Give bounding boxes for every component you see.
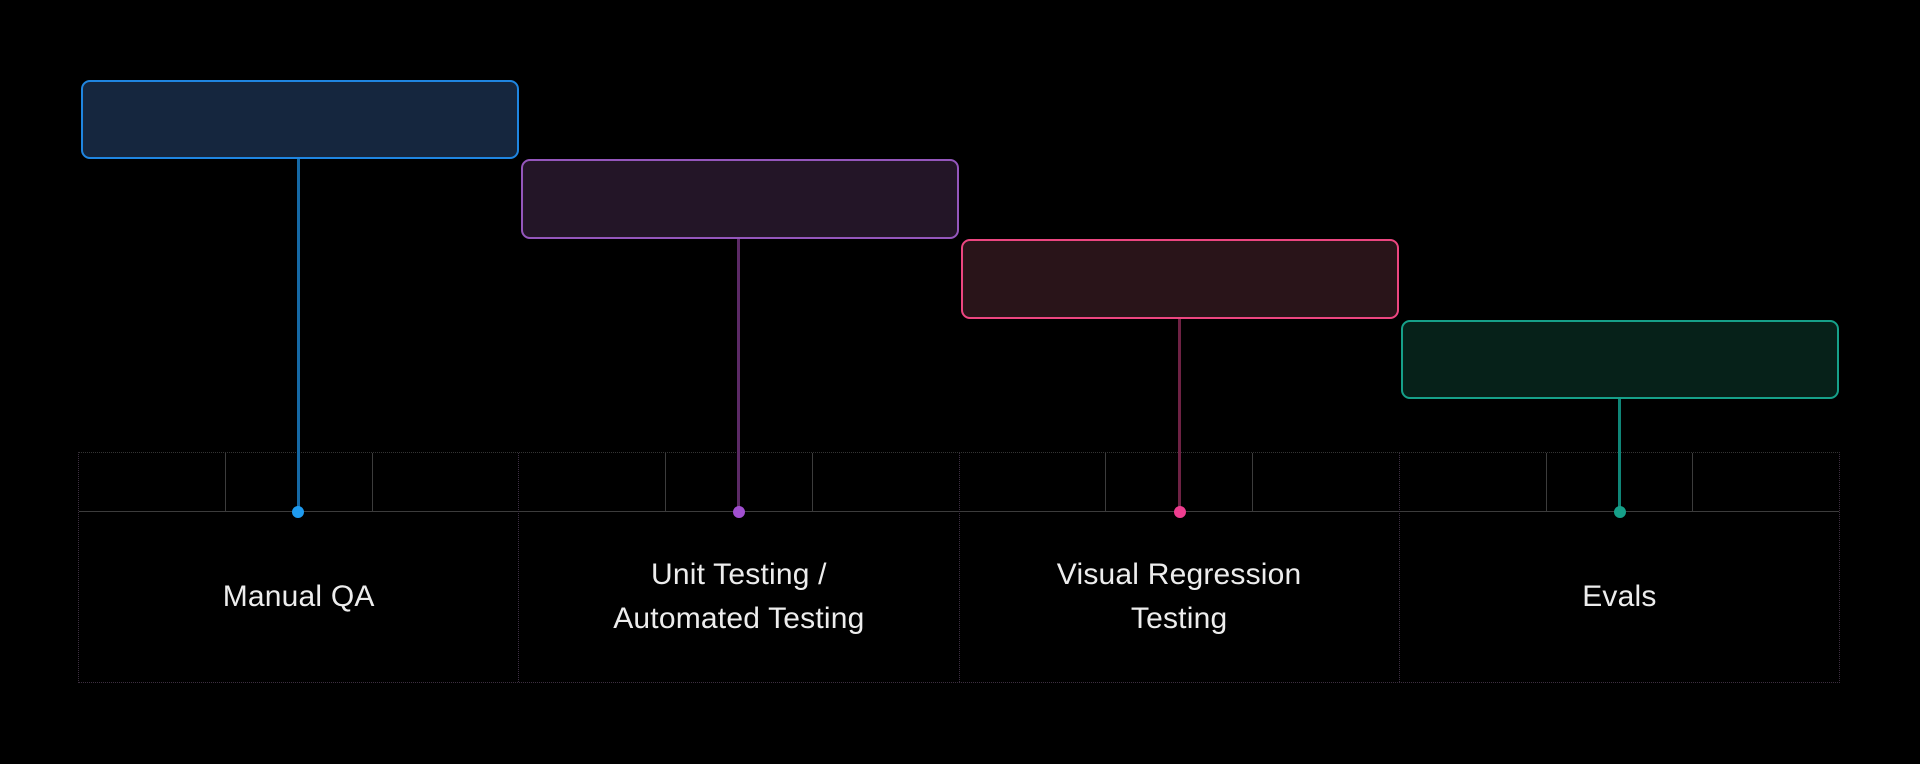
ruler-cell bbox=[813, 453, 959, 511]
timeline-section-unit-testing: Unit Testing / Automated Testing bbox=[519, 453, 960, 682]
ruler-cell bbox=[519, 453, 666, 511]
section-label-visual-regression: Visual Regression Testing bbox=[1056, 558, 1302, 635]
ruler-cell bbox=[1693, 453, 1839, 511]
label-area: Visual Regression Testing bbox=[960, 512, 1399, 682]
ruler-cell bbox=[373, 453, 519, 511]
ruler-cell bbox=[960, 453, 1107, 511]
section-label-unit-testing: Unit Testing / Automated Testing bbox=[613, 558, 865, 635]
ruler-cell bbox=[226, 453, 373, 511]
ruler-cell bbox=[1106, 453, 1253, 511]
connector-line-manual-qa bbox=[297, 159, 300, 512]
ruler-cell bbox=[1253, 453, 1399, 511]
stage-box-visual-regression bbox=[961, 239, 1399, 319]
stage-box-evals bbox=[1401, 320, 1839, 399]
section-label-manual-qa: Manual QA bbox=[222, 580, 375, 613]
label-area: Evals bbox=[1400, 512, 1839, 682]
ruler-cell bbox=[1547, 453, 1694, 511]
timeline-dot-evals bbox=[1614, 506, 1626, 518]
label-area: Manual QA bbox=[79, 512, 518, 682]
connector-line-evals bbox=[1618, 399, 1621, 512]
label-area: Unit Testing / Automated Testing bbox=[519, 512, 958, 682]
timeline-table: Manual QA Unit Testing / Automated Testi… bbox=[78, 452, 1840, 683]
stage-box-unit-testing bbox=[521, 159, 959, 239]
ruler-cell bbox=[79, 453, 226, 511]
ruler-cell bbox=[1400, 453, 1547, 511]
connector-line-unit-testing bbox=[737, 239, 740, 512]
timeline-dot-visual-regression bbox=[1174, 506, 1186, 518]
timeline-dot-manual-qa bbox=[292, 506, 304, 518]
stage-box-manual-qa bbox=[81, 80, 519, 159]
connector-line-visual-regression bbox=[1178, 319, 1181, 512]
section-label-evals: Evals bbox=[1582, 580, 1657, 613]
ruler-cell bbox=[666, 453, 813, 511]
timeline-dot-unit-testing bbox=[733, 506, 745, 518]
